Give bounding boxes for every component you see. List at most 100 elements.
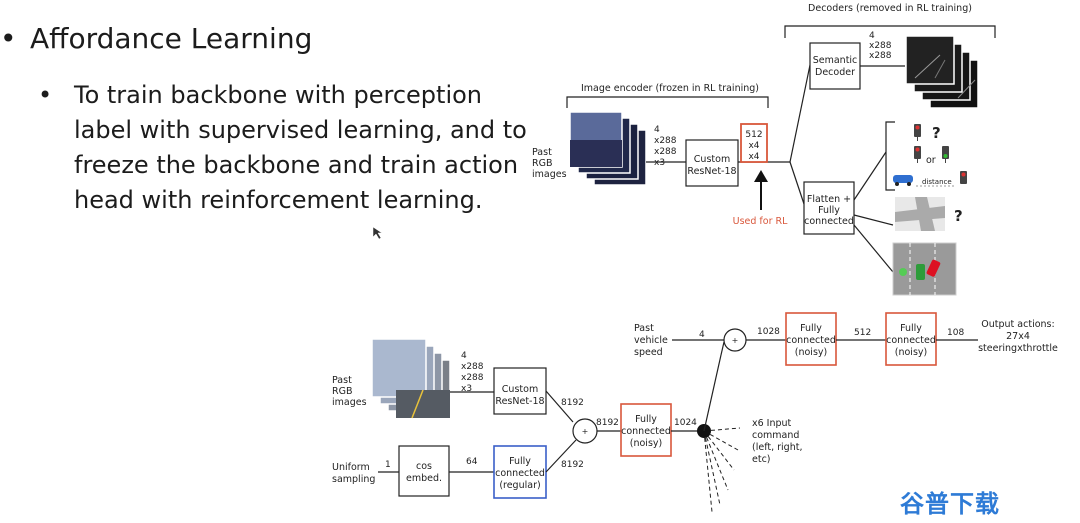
top-input-label-line: RGB <box>532 158 552 169</box>
top-input-dims: 4 x288 x288 x3 <box>654 125 677 168</box>
edge-label: 108 <box>947 328 964 338</box>
x6-command-line: command <box>752 430 799 441</box>
intersection-icon <box>895 197 945 231</box>
output-line: Output actions: <box>981 319 1054 330</box>
bottom-input-label: Past RGB images <box>332 375 367 408</box>
top-backbone-line: Custom <box>694 154 730 165</box>
traffic-light-icon <box>914 146 921 163</box>
fc-noisy-3-line: connected <box>886 335 936 346</box>
fc-noisy-2-line: Fully <box>800 323 822 334</box>
cos-embed-box <box>398 445 450 497</box>
decoders-label: Decoders (removed in RL training) <box>808 3 972 14</box>
mouse-cursor-icon <box>372 226 383 240</box>
bullet-sub-text: To train backbone with perception label … <box>74 78 534 218</box>
top-input-dim: x288 <box>654 147 677 157</box>
speed-label-line: speed <box>634 347 663 358</box>
distance-label: distance <box>922 178 952 186</box>
lane-scene-icon <box>892 242 957 296</box>
x6-command-line: (left, right, <box>752 442 802 453</box>
decoder-dim: x288 <box>869 41 892 51</box>
decoder-dim: 4 <box>869 31 875 41</box>
cos-embed-line: cos <box>416 461 432 472</box>
flatten-line: connected <box>804 216 854 227</box>
or-label: or <box>926 155 936 166</box>
fc-noisy-1-line: Fully <box>635 414 657 425</box>
edge-label: 8192 <box>561 460 584 470</box>
bullet-sub-dot: • <box>38 81 53 109</box>
traffic-light-icon <box>960 171 967 184</box>
encoder-label: Image encoder (frozen in RL training) <box>581 83 759 94</box>
bottom-input-label-line: RGB <box>332 386 352 397</box>
speed-label-line: vehicle <box>634 335 668 346</box>
semantic-decoder-line: Semantic <box>813 55 858 66</box>
bullet-sub-line: freeze the backbone and train action <box>74 151 519 179</box>
question-mark: ? <box>954 207 963 225</box>
traffic-light-icon <box>942 146 949 163</box>
question-mark: ? <box>932 124 941 142</box>
edge-label: 64 <box>466 457 478 467</box>
fc-regular-line: connected <box>495 468 545 479</box>
top-backbone-line: ResNet-18 <box>687 166 736 177</box>
watermark-logo: 谷普下载 <box>900 490 1000 518</box>
top-input-label: Past RGB images <box>532 147 567 180</box>
fc-noisy-box-3 <box>885 312 937 366</box>
fc-noisy-2-line: (noisy) <box>795 347 827 358</box>
bottom-backbone-line: ResNet-18 <box>495 396 544 407</box>
edge-label: 512 <box>854 328 871 338</box>
edge-label: 1028 <box>757 327 780 337</box>
bullet-dot: • <box>0 22 17 55</box>
semantic-decoder-line: Decoder <box>815 67 855 78</box>
feature-dim: 512 <box>745 130 762 140</box>
traffic-light-icon <box>914 124 921 141</box>
uniform-label-line: Uniform <box>332 462 370 473</box>
combine-node-symbol: + <box>582 427 589 436</box>
output-line: 27x4 <box>1006 331 1030 342</box>
fc-noisy-2-line: connected <box>786 335 836 346</box>
bottom-input-label-line: images <box>332 397 367 408</box>
fc-noisy-box-1 <box>620 403 672 457</box>
top-input-label-line: Past <box>532 147 552 158</box>
edge-label: 1 <box>385 460 391 470</box>
fc-noisy-box-2 <box>785 312 837 366</box>
uniform-label-line: sampling <box>332 474 375 485</box>
used-for-rl-label: Used for RL <box>733 216 788 227</box>
semantic-decoder-box <box>809 42 861 90</box>
edge-label: 8192 <box>561 398 584 408</box>
edge-label: 4 <box>699 330 705 340</box>
fc-noisy-1-line: (noisy) <box>630 438 662 449</box>
top-input-dim: x3 <box>654 158 665 168</box>
feature-dims-box <box>740 123 768 163</box>
decoders-bracket <box>784 25 996 38</box>
edge-label: 1024 <box>674 418 697 428</box>
x6-command-line: x6 Input <box>752 418 792 429</box>
fc-regular-line: Fully <box>509 456 531 467</box>
fc-regular-line: (regular) <box>499 480 540 491</box>
bullet-sub-line: To train backbone with perception <box>74 81 482 109</box>
output-line: steeringxthrottle <box>978 343 1058 354</box>
bottom-input-dims: 4 x288 x288 x3 <box>461 351 484 394</box>
fc-regular-box <box>493 445 547 499</box>
top-input-dim: 4 <box>654 125 660 135</box>
feature-dim: x4 <box>748 152 759 162</box>
flatten-line: Fully <box>818 205 840 216</box>
fc-noisy-3-line: (noisy) <box>895 347 927 358</box>
top-input-dim: x288 <box>654 136 677 146</box>
bottom-backbone-line: Custom <box>502 384 538 395</box>
decoder-dim: x288 <box>869 51 892 61</box>
bottom-input-dim: x288 <box>461 373 484 383</box>
x6-command-line: etc) <box>752 454 771 465</box>
feature-dim: x4 <box>748 141 759 151</box>
fc-noisy-3-line: Fully <box>900 323 922 334</box>
top-image-stack <box>569 111 647 186</box>
cos-embed-line: embed. <box>406 473 442 484</box>
decoder-output-stack <box>905 35 979 109</box>
bullet-sub-line: label with supervised learning, and to <box>74 116 527 144</box>
speed-label-line: Past <box>634 323 654 334</box>
edge-label: 8192 <box>596 418 619 428</box>
fc-noisy-1-line: connected <box>621 426 671 437</box>
bottom-image-stack <box>371 338 451 419</box>
car-icon <box>893 175 913 186</box>
flatten-line: Flatten + <box>807 194 851 205</box>
